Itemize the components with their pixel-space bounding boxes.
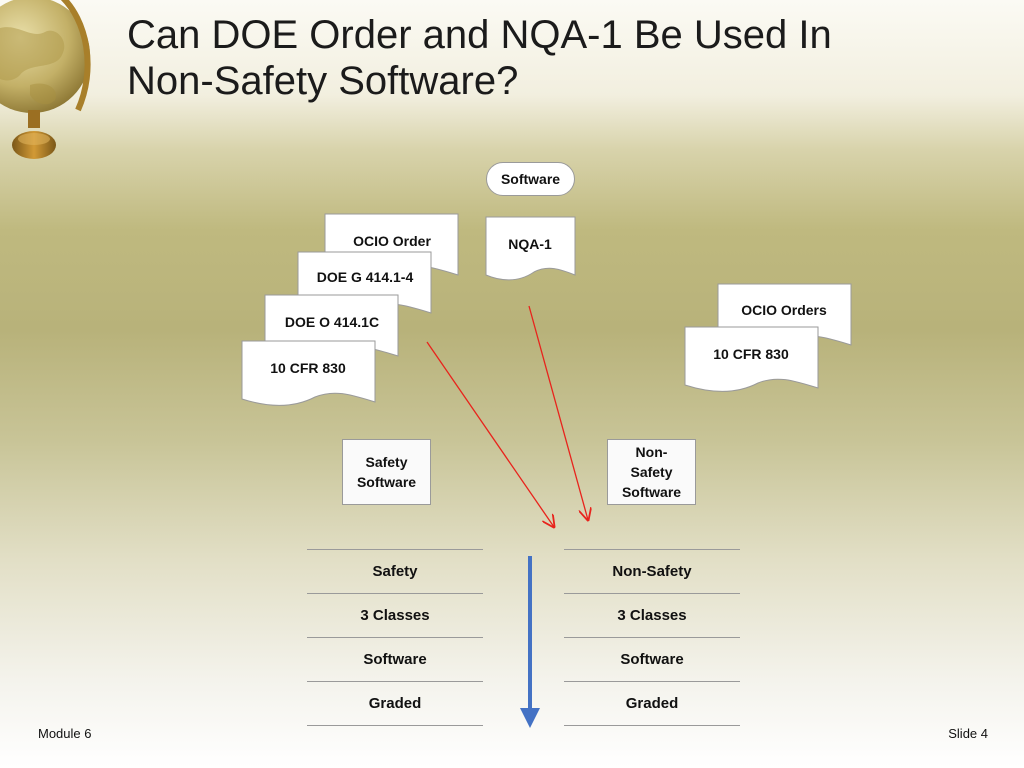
safety-software-line: Software [356,474,417,490]
document-label: 10 CFR 830 [270,360,346,376]
slide-title: Can DOE Order and NQA-1 Be Used In Non-S… [127,12,1007,104]
nonsafety-table: Non-Safety 3 Classes Software Graded [564,549,740,726]
table-row: Graded [564,682,740,726]
software-node: Software [486,162,575,196]
document-label: NQA-1 [508,236,552,252]
slide-title-line-2: Non-Safety Software? [127,59,519,103]
table-row: Software [564,638,740,682]
table-row: Safety [307,549,483,594]
nonsafety-software-line: Software [621,484,682,500]
globe-icon [0,0,91,159]
nonsafety-software-line: Non- [635,444,668,460]
document-label: OCIO Order [353,233,431,249]
table-row: Software [307,638,483,682]
red-arrow-right [528,305,588,520]
document-nqa-1: NQA-1 [485,216,576,281]
document-label: DOE O 414.1C [285,314,379,330]
safety-software-line: Safety [365,454,408,470]
safety-software-box: Safety Software [342,439,431,505]
table-row: 3 Classes [307,594,483,638]
document-10-cfr-830-left: 10 CFR 830 [241,340,376,406]
document-label: OCIO Orders [741,302,827,318]
safety-table: Safety 3 Classes Software Graded [307,549,483,726]
nonsafety-software-box: Non- Safety Software [607,439,696,505]
document-label: DOE G 414.1-4 [317,269,414,285]
footer-slide-number: Slide 4 [948,726,988,741]
slide-title-line-1: Can DOE Order and NQA-1 Be Used In [127,13,832,57]
nonsafety-software-line: Safety [630,464,673,480]
document-label: 10 CFR 830 [713,346,789,362]
footer-module: Module 6 [38,726,92,741]
table-row: 3 Classes [564,594,740,638]
document-10-cfr-830-right: 10 CFR 830 [684,326,819,392]
table-row: Non-Safety [564,549,740,594]
table-row: Graded [307,682,483,726]
red-arrow-left [426,341,554,527]
